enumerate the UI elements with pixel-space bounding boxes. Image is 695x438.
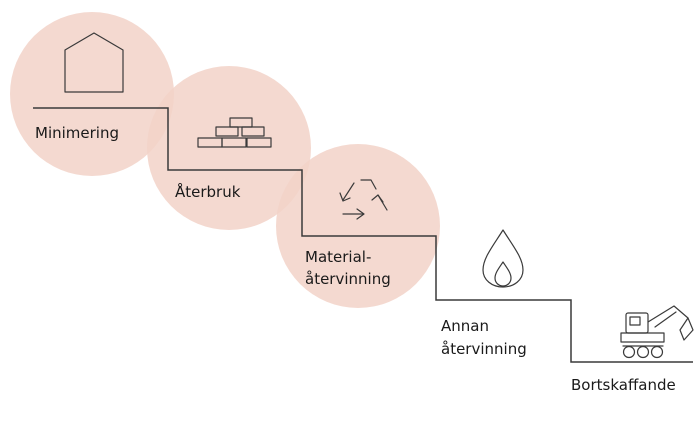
label-annan-atervinning-line-1: Annan (441, 317, 489, 335)
label-bortskaffande: Bortskaffande (571, 376, 676, 394)
recycle-icon (339, 179, 388, 220)
label-minimering-line-1: Minimering (35, 124, 119, 142)
label-materialatervinning-line-2: återvinning (305, 270, 391, 288)
circle-aterbruk (147, 66, 311, 230)
label-materialatervinning-line-1: Material- (305, 248, 371, 266)
label-annan-atervinning: Annan återvinning (441, 317, 527, 358)
step-labels: Minimering Återbruk Material- återvinnin… (35, 124, 676, 394)
excavator-icon (620, 305, 694, 359)
label-bortskaffande-line-1: Bortskaffande (571, 376, 676, 394)
staircase-line (33, 107, 693, 363)
label-materialatervinning: Material- återvinning (305, 248, 391, 288)
label-aterbruk: Återbruk (175, 182, 241, 201)
highlight-circles (10, 12, 440, 308)
circle-materialatervinning (276, 144, 440, 308)
label-annan-atervinning-line-2: återvinning (441, 340, 527, 358)
house-icon (64, 32, 124, 93)
label-aterbruk-line-1: Återbruk (175, 182, 241, 201)
circle-minimering (10, 12, 174, 176)
label-minimering: Minimering (35, 124, 119, 142)
flame-icon (482, 229, 524, 288)
bricks-icon (197, 117, 272, 148)
